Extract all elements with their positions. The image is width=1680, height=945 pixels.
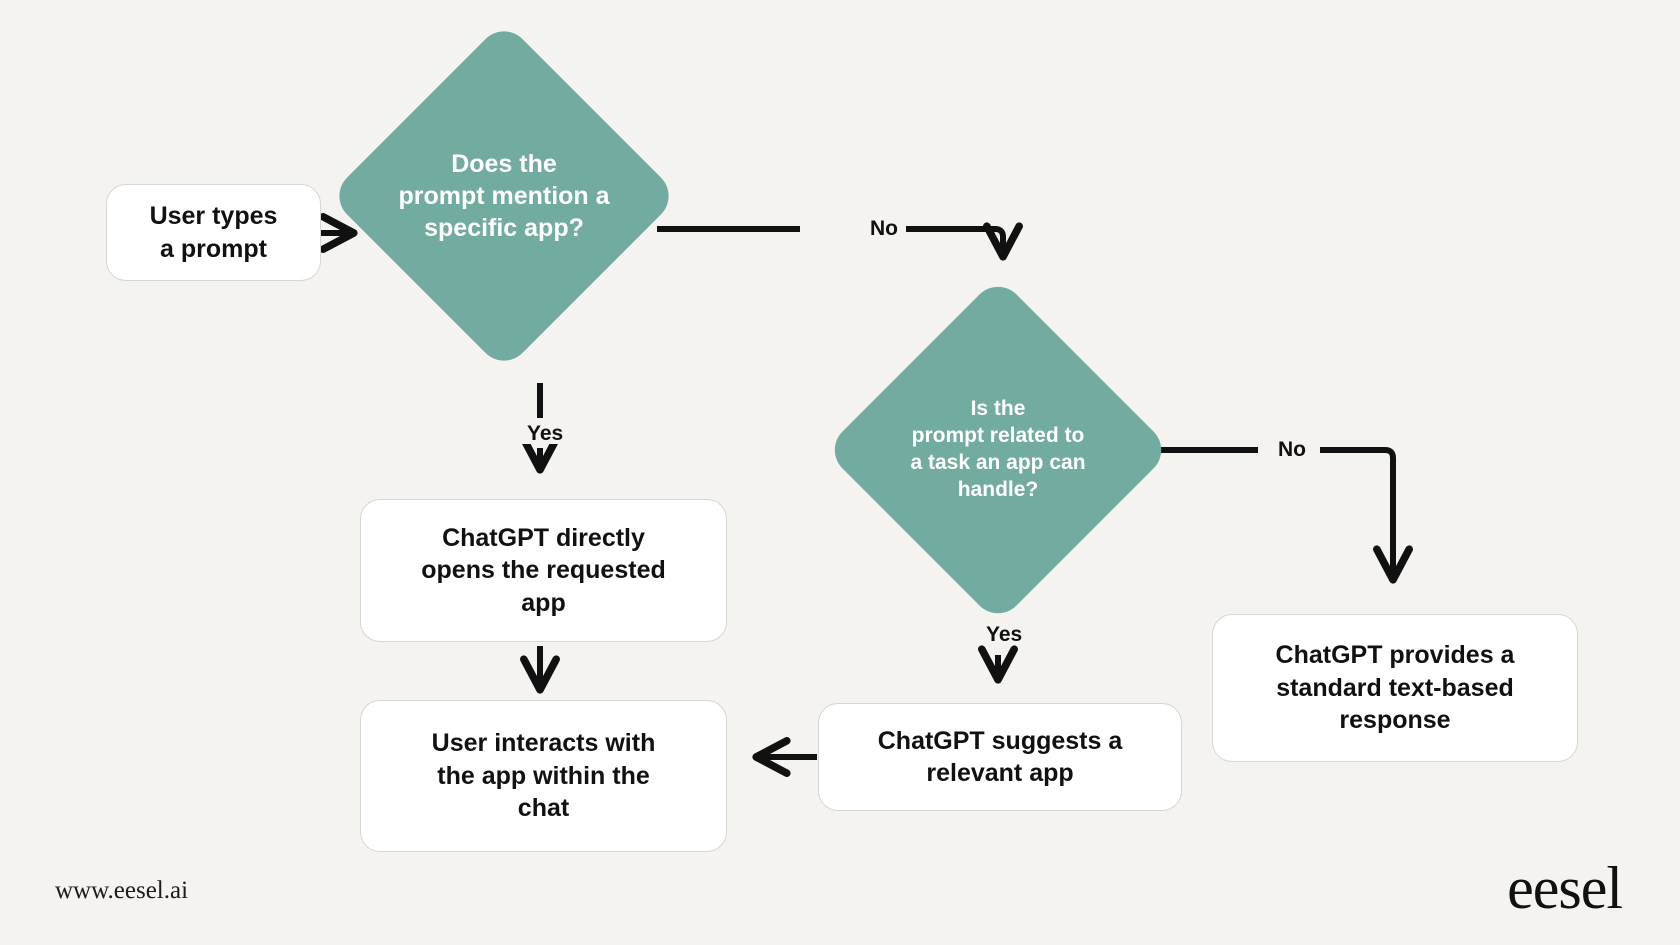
edge-label-decision-task-yes: Yes [978,624,1031,645]
edge-label-decision-task-no: No [1270,439,1314,460]
node-chatgpt-provides-a-standard-text-based-response[interactable]: ChatGPT provides a standard text-based r… [1212,614,1578,762]
node-chatgpt-suggests-a-relevant-app[interactable]: ChatGPT suggests a relevant app [818,703,1182,811]
node-chatgpt-directly-opens-the-requested-app[interactable]: ChatGPT directly opens the requested app [360,499,727,642]
node-user-types-a-prompt[interactable]: User types a prompt [106,184,321,281]
node-label: ChatGPT suggests a relevant app [877,726,1123,788]
footer-url[interactable]: www.eesel.ai [55,877,189,904]
edge-label-decision-app-yes: Yes [519,423,572,444]
diamond-shape [824,276,1172,624]
eesel-logo: eesel [1507,855,1623,921]
node-label: ChatGPT provides a standard text-based r… [1275,641,1515,735]
node-is-the-prompt-related-to-a-task-an-app-can-handle[interactable]: Is the prompt related to a task an app c… [824,276,1172,624]
node-does-the-prompt-mention-a-specific-app[interactable]: Does the prompt mention a specific app? [328,20,680,372]
edge-decision-task-no-segment-b [1320,447,1413,584]
node-label: ChatGPT directly opens the requested app [421,523,666,617]
edge-label-decision-app-no: No [862,218,906,239]
node-label: User types a prompt [149,202,278,263]
node-user-interacts-with-the-app-within-the-chat[interactable]: User interacts with the app within the c… [360,700,727,852]
diamond-shape [328,20,680,372]
node-label: User interacts with the app within the c… [431,729,656,823]
